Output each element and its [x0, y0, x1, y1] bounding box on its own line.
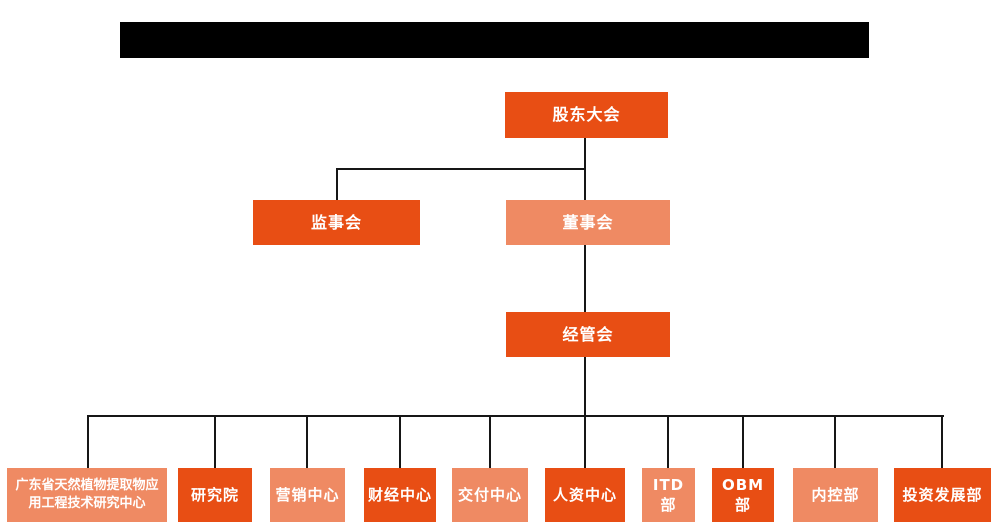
org-node-department: 研究院 [178, 468, 252, 522]
org-node-management-committee: 经管会 [506, 312, 670, 357]
org-node-department: 广东省天然植物提取物应用工程技术研究中心 [7, 468, 167, 522]
connector-line [87, 415, 944, 417]
org-node-department: 交付中心 [452, 468, 528, 522]
org-node-supervisory-board: 监事会 [253, 200, 420, 245]
connector-line [214, 415, 216, 468]
org-node-department: 营销中心 [270, 468, 345, 522]
connector-line [584, 415, 586, 468]
connector-line [489, 415, 491, 468]
connector-line [834, 415, 836, 468]
org-node-department: ITD部 [642, 468, 695, 522]
connector-line [87, 415, 89, 468]
org-node-department: 内控部 [793, 468, 878, 522]
connector-line [399, 415, 401, 468]
connector-line [941, 415, 943, 468]
redacted-title-bar [120, 22, 869, 58]
org-node-department: 财经中心 [364, 468, 436, 522]
org-node-department: 投资发展部 [894, 468, 991, 522]
connector-line [336, 168, 338, 200]
org-node-department: OBM部 [712, 468, 774, 522]
connector-line [584, 245, 586, 312]
connector-line [584, 357, 586, 417]
connector-line [667, 415, 669, 468]
org-node-shareholders-meeting: 股东大会 [505, 92, 668, 138]
org-node-board-of-directors: 董事会 [506, 200, 670, 245]
connector-line [306, 415, 308, 468]
connector-line [336, 168, 586, 170]
org-node-department: 人资中心 [545, 468, 625, 522]
connector-line [742, 415, 744, 468]
